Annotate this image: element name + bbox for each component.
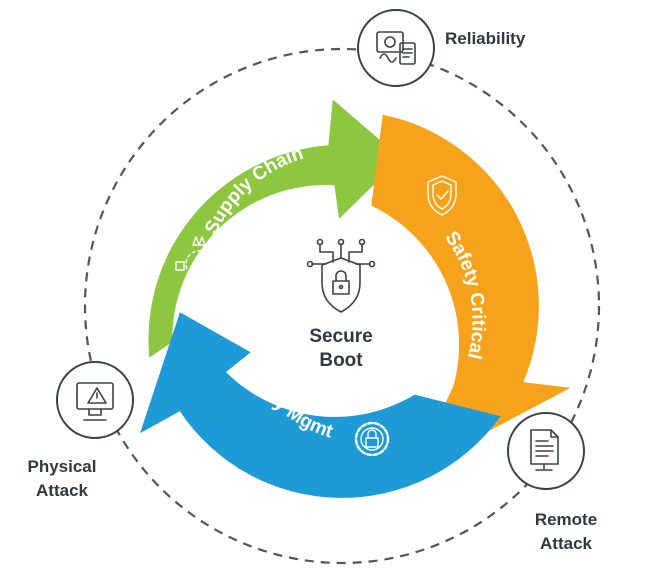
node-remote-attack [507,412,585,490]
outer-dashed-ring [83,47,601,565]
node-reliability [357,9,435,87]
node-physical-attack-circle [56,361,134,439]
remote-attack-label-line1: Remote [535,510,597,529]
shield-lock-circuit-icon [306,238,376,313]
remote-attack-label-line2: Attack [540,534,593,553]
segment-supply-chain-arrow [148,99,401,358]
center-label-line1: Secure [309,326,372,347]
reliability-devices-icon [376,31,416,65]
lock-gear-icon [354,421,390,457]
monitor-alert-icon [76,382,114,421]
supply-chain-network-icon [175,236,226,290]
node-reliability-circle [357,9,435,87]
segment-key-mgmt-arrow [140,312,501,498]
reliability-label: Reliability [445,29,526,48]
physical-attack-label-line1: Physical [28,457,97,476]
supply-chain-label: Supply Chain [201,143,306,238]
server-document-icon [530,429,559,471]
segment-safety-critical-arrow [371,114,571,432]
shield-check-icon [427,175,457,216]
node-physical-attack [56,361,134,439]
center-label-line2: Boot [319,350,363,371]
physical-attack-label-line2: Attack [36,481,89,500]
